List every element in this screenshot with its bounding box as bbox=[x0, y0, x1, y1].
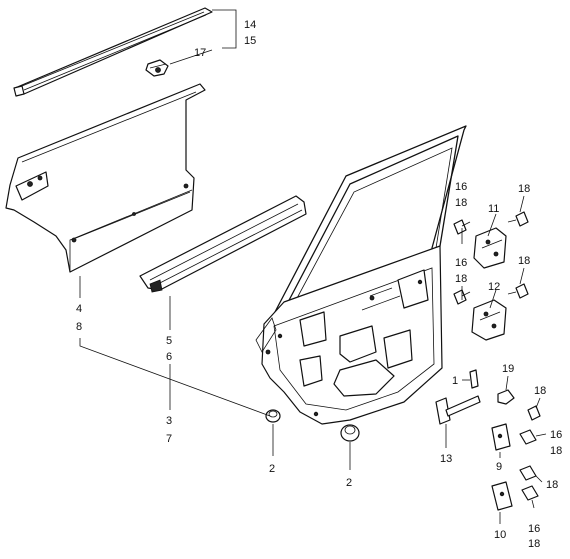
grommet-right bbox=[340, 424, 360, 442]
door-stop bbox=[497, 389, 515, 405]
callout-15: 15 bbox=[244, 35, 256, 47]
callout-5: 5 bbox=[166, 335, 172, 347]
bolt-16-18-upper bbox=[453, 219, 471, 235]
hinge-9 bbox=[491, 423, 511, 451]
callout-18-lower: 18 bbox=[455, 273, 467, 285]
upper-hinge bbox=[473, 227, 507, 269]
door-frame-assembly bbox=[255, 125, 467, 425]
callout-10: 10 bbox=[494, 529, 506, 541]
callout-3: 3 bbox=[166, 415, 172, 427]
callout-16-upper: 16 bbox=[455, 181, 467, 193]
bolt-16-18-low bbox=[521, 485, 539, 501]
hinge-10 bbox=[491, 481, 513, 511]
callout-4: 4 bbox=[76, 303, 82, 315]
side-protector-moulding bbox=[139, 195, 307, 293]
callout-13: 13 bbox=[440, 453, 452, 465]
callout-18-f: 18 bbox=[550, 445, 562, 457]
bolt-16-18-lower bbox=[453, 289, 471, 305]
callout-18-h: 18 bbox=[528, 538, 540, 550]
bolt-16-18-mid bbox=[519, 429, 537, 445]
bolt-18-low bbox=[519, 465, 537, 481]
bolt-18-upper-right bbox=[507, 211, 529, 227]
callout-16-lower: 16 bbox=[455, 257, 467, 269]
bolt-18-mid bbox=[527, 405, 541, 421]
callout-8: 8 bbox=[76, 321, 82, 333]
callout-16-c: 16 bbox=[550, 429, 562, 441]
door-checker bbox=[435, 395, 481, 425]
callout-2-right: 2 bbox=[346, 477, 352, 489]
callout-17: 17 bbox=[194, 47, 206, 59]
callout-14: 14 bbox=[244, 19, 256, 31]
callout-2-left: 2 bbox=[269, 463, 275, 475]
callout-18-e: 18 bbox=[534, 385, 546, 397]
callout-18-top-right: 18 bbox=[518, 183, 530, 195]
callout-labels: 14 15 17 4 8 5 6 3 7 2 2 16 18 11 18 16 … bbox=[76, 19, 562, 550]
bolt-18-lower-right bbox=[507, 283, 529, 299]
callout-18-upper: 18 bbox=[455, 197, 467, 209]
door-sash-moulding bbox=[13, 7, 213, 97]
callout-18-mid-right: 18 bbox=[518, 255, 530, 267]
moulding-clip bbox=[145, 59, 169, 77]
callout-18-g: 18 bbox=[546, 479, 558, 491]
lower-hinge bbox=[471, 299, 507, 341]
outer-door-panel bbox=[5, 83, 206, 273]
callout-11: 11 bbox=[488, 203, 499, 215]
callout-7: 7 bbox=[166, 433, 172, 445]
checker-pin bbox=[469, 369, 479, 389]
grommet-left bbox=[265, 409, 281, 423]
callout-9: 9 bbox=[496, 461, 502, 473]
leader-lines bbox=[79, 9, 547, 524]
callout-19: 19 bbox=[502, 363, 514, 375]
callout-16-d: 16 bbox=[528, 523, 540, 535]
callout-1: 1 bbox=[452, 375, 458, 387]
callout-12: 12 bbox=[488, 281, 500, 293]
callout-6: 6 bbox=[166, 351, 172, 363]
